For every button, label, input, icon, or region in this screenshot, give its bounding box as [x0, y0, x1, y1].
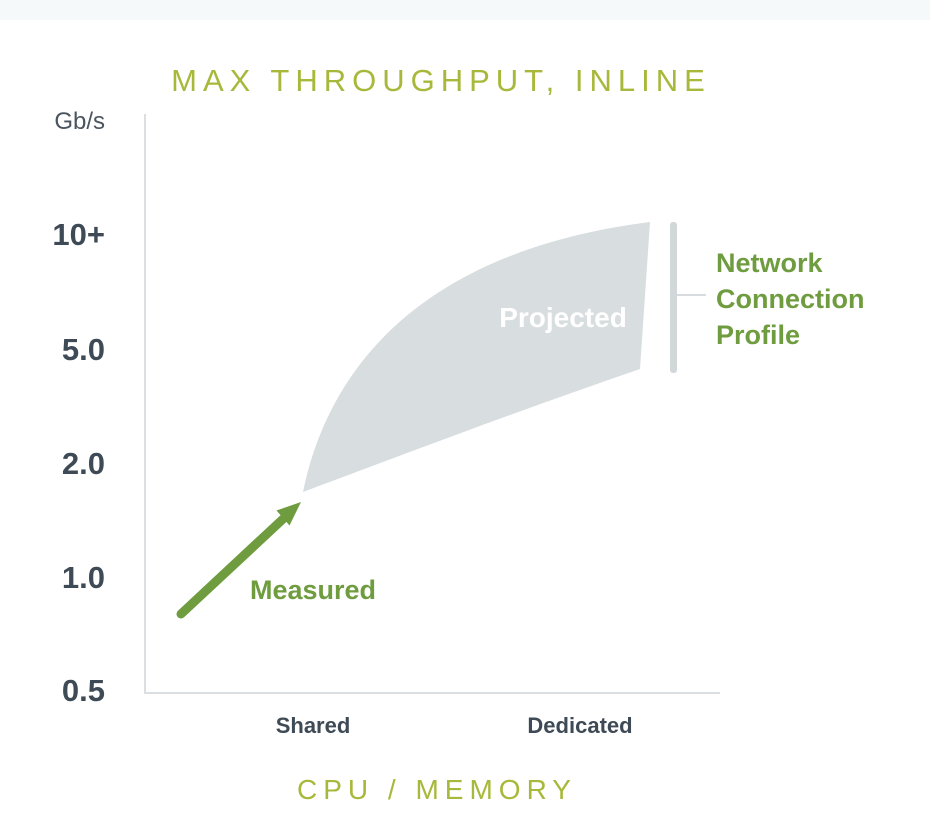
y-axis-unit-label: Gb/s	[54, 108, 105, 135]
measured-arrow-shaft	[176, 514, 288, 619]
y-tick-10plus: 10+	[52, 217, 105, 252]
y-tick-5: 5.0	[61, 332, 105, 367]
top-accent-band	[0, 0, 930, 20]
profile-annotation-line-1: Network	[716, 248, 823, 278]
measured-arrow-head	[276, 502, 301, 526]
x-axis-label: CPU / MEMORY	[297, 774, 577, 805]
y-tick-1: 1.0	[61, 560, 105, 595]
network-connection-profile-annotation: Network Connection Profile	[716, 245, 865, 353]
x-tick-dedicated: Dedicated	[527, 713, 633, 738]
y-axis-line	[144, 114, 146, 694]
profile-annotation-line-3: Profile	[716, 320, 801, 350]
x-tick-shared: Shared	[275, 713, 351, 738]
y-tick-2: 2.0	[61, 446, 105, 481]
measured-annotation: Measured	[250, 575, 377, 605]
projected-annotation: Projected	[499, 302, 627, 333]
projected-band-shape	[303, 222, 650, 492]
profile-annotation-line-2: Connection	[716, 284, 865, 314]
chart-title: MAX THROUGHPUT, INLINE	[171, 63, 711, 98]
y-tick-05: 0.5	[61, 673, 105, 708]
x-axis-line	[144, 692, 720, 694]
network-profile-connector-line	[677, 294, 706, 296]
network-profile-bracket-bar	[670, 222, 677, 373]
